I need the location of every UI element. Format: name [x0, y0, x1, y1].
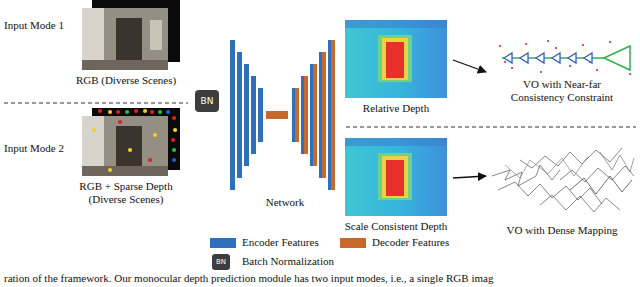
depth-band	[345, 20, 447, 28]
encoder-bar	[244, 64, 249, 166]
rgb-image	[82, 0, 180, 70]
depth-near	[382, 156, 408, 198]
photo-floor	[82, 60, 168, 70]
photo	[82, 8, 168, 70]
depth-dots	[168, 112, 174, 160]
depth-ground	[345, 138, 447, 216]
node-text: VO with Dense Mapping	[488, 224, 636, 237]
skip-bar	[319, 52, 322, 178]
network-block: Network	[226, 36, 344, 211]
node-text: RGB + Sparse Depth (Diverse Scenes)	[70, 180, 182, 206]
divider-line	[4, 103, 188, 104]
cloud-stroke	[498, 182, 602, 204]
depth-output: Scale Consistent Depth	[340, 136, 452, 236]
cloud-stroke	[570, 176, 632, 194]
depth-map	[345, 138, 447, 216]
node-text: Network	[226, 196, 344, 209]
legend-swatch	[340, 238, 366, 248]
legend-text: Decoder Features	[372, 236, 449, 249]
depth-ground	[345, 20, 447, 98]
skip-bar	[301, 76, 304, 154]
depth-near	[386, 42, 404, 78]
decoder-bar	[313, 64, 317, 166]
legend-icon: BN	[212, 254, 230, 270]
encoder-bar	[230, 40, 235, 190]
depth-near	[378, 153, 412, 200]
point-cloud	[492, 148, 634, 212]
photo	[82, 116, 168, 176]
encoder-bar	[251, 76, 256, 154]
cloud-stroke	[540, 195, 620, 212]
decoder-bar	[304, 76, 308, 154]
photo-panel	[150, 20, 162, 50]
legend-text: Batch Normalization	[242, 255, 334, 268]
node-text: Input Mode 2	[4, 142, 80, 155]
icon-label: BN	[216, 258, 226, 266]
decoder-bar	[331, 40, 335, 190]
batch-norm-box: BN	[195, 90, 219, 112]
depth-near	[382, 38, 408, 80]
photo-floor	[82, 166, 168, 176]
depth-band	[345, 138, 447, 146]
encoder-bar	[258, 88, 263, 142]
depth-dots	[120, 122, 150, 160]
camera-pose	[504, 53, 592, 63]
skip-bar	[328, 40, 331, 190]
arrow-connector	[453, 176, 486, 178]
network-figure	[230, 40, 335, 190]
decoder-bar	[295, 88, 299, 142]
divider-line	[346, 127, 636, 128]
figure-caption: ration of the framework. Our monocular d…	[4, 272, 493, 285]
cloud-stroke	[505, 156, 588, 178]
node-text: Relative Depth	[340, 102, 452, 115]
bottleneck-bar	[266, 111, 288, 119]
depth-output: Relative Depth	[340, 18, 452, 118]
photo-door	[116, 126, 142, 166]
encoder-bar	[237, 52, 242, 178]
node-text: BN	[201, 96, 214, 106]
node-text: RGB (Diverse Scenes)	[70, 74, 182, 87]
node-text: Input Mode 1	[4, 19, 80, 32]
trajectory-figure	[500, 41, 630, 74]
depth-dots	[94, 130, 155, 170]
landmark-dots	[500, 41, 630, 74]
cloud-stroke	[560, 166, 634, 182]
rgb-sparse-image	[82, 108, 180, 176]
depth-near	[386, 160, 404, 196]
skip-bar	[292, 88, 295, 142]
node-text: VO with Near-far Consistency Constraint	[502, 78, 622, 104]
cloud-stroke	[600, 152, 634, 172]
node-text: Scale Consistent Depth	[340, 220, 452, 233]
vo-result: VO with Near-far Consistency Constraint	[488, 36, 636, 108]
vo-result: VO with Dense Mapping	[488, 140, 636, 240]
cloud-stroke	[520, 148, 622, 168]
depth-map	[345, 20, 447, 98]
legend-text: Encoder Features	[242, 236, 319, 249]
input-panel: Input Mode 2 RGB + Sparse Depth (Diverse …	[0, 106, 190, 210]
arrow-connector	[453, 60, 486, 72]
cloud-stroke	[492, 165, 560, 186]
legend-swatch	[210, 238, 236, 248]
decoder-bar	[322, 52, 326, 178]
input-panel: Input Mode 1 RGB (Diverse Scenes)	[0, 0, 190, 100]
photo-door	[116, 18, 142, 60]
current-pose	[604, 46, 630, 70]
depth-near	[378, 35, 412, 82]
skip-bar	[310, 64, 313, 166]
